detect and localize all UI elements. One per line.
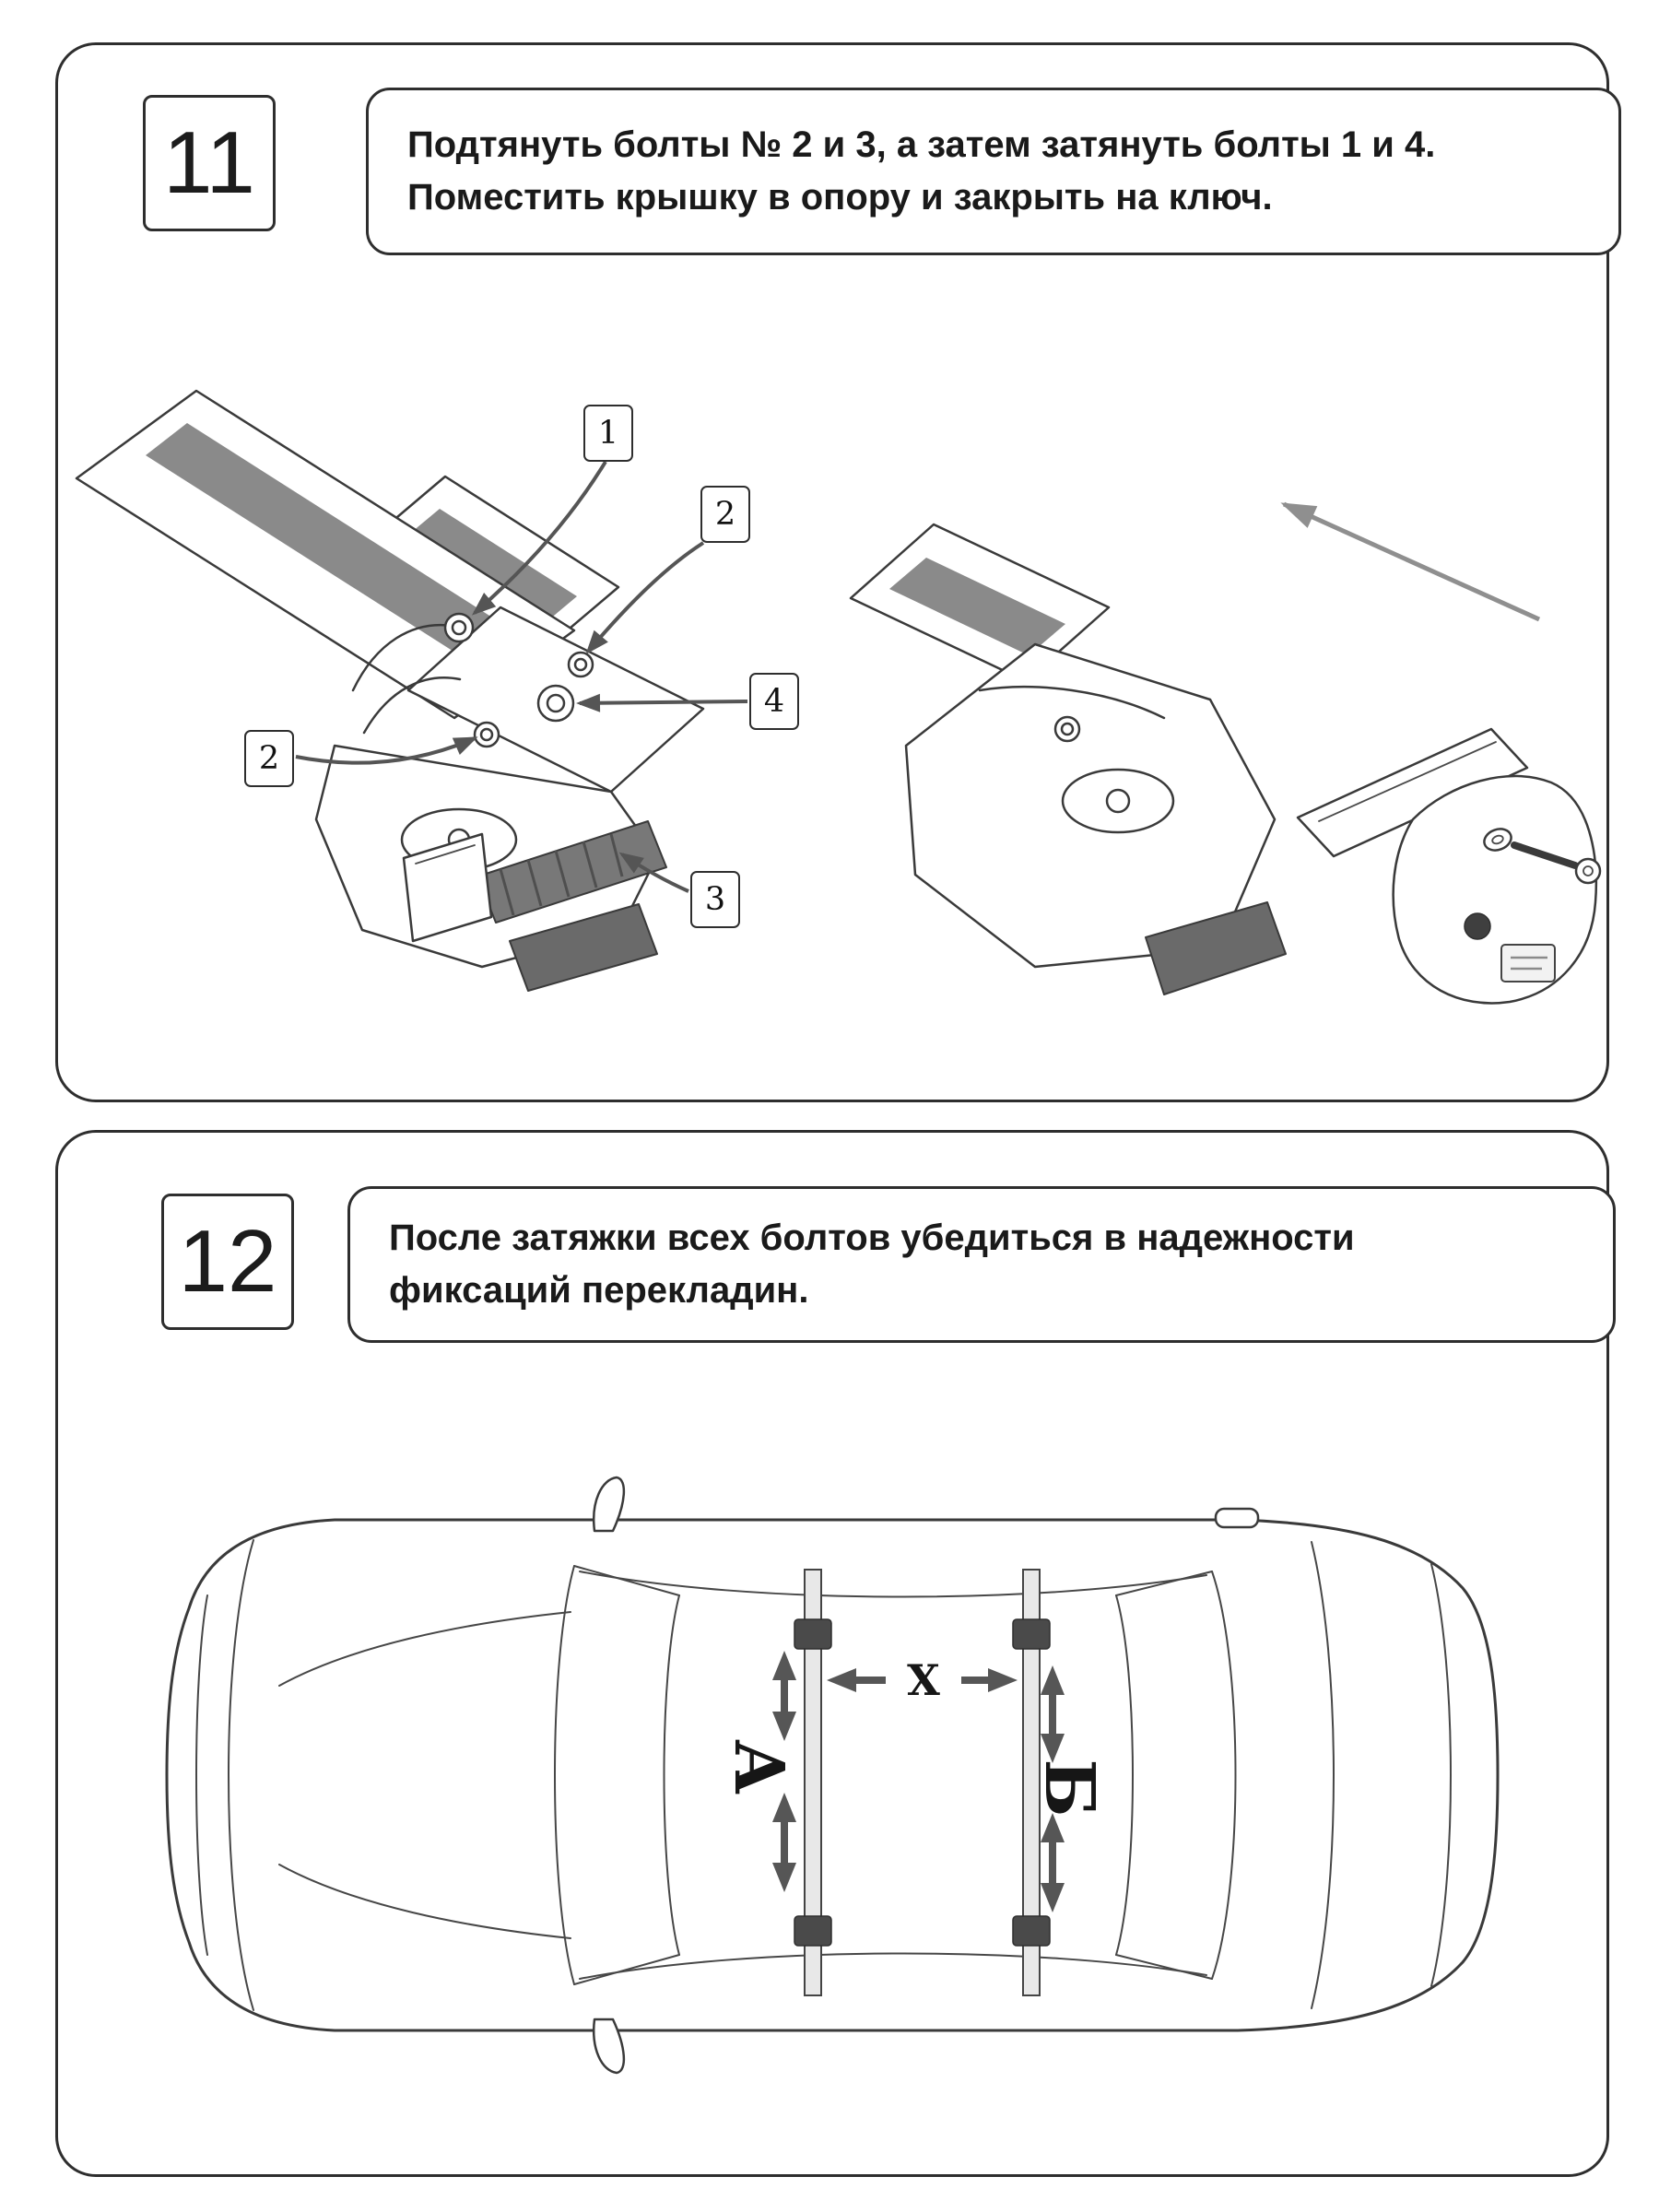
assembled-foot-pad [1145,901,1287,995]
crossbar-rear-rubber-strip [401,509,577,629]
windshield-front-edge [554,1565,575,1985]
callout-arrow-3 [618,852,689,893]
front-crossbar-foot-bottom [794,1915,832,1947]
dimension-arrow-between-bars [827,1668,1018,1692]
dimension-label-rear-bar: Б [1030,1759,1109,1817]
bolt-1 [443,612,475,643]
car-body-outline [165,1518,1500,2032]
crossbar-stub-rubber-strip [889,558,1065,655]
step-11-panel: 11 Подтянуть болты № 2 и 3, а затем затя… [55,42,1621,1102]
keyhole [1491,834,1504,845]
support-block-edge [415,844,476,865]
step-12-figure: А Б X [165,1476,1500,2075]
step-number-11: 11 [163,113,255,212]
roof-side-line-bottom [579,1952,1207,1980]
step-11-instruction-box: Подтянуть болты № 2 и 3, а затем затянут… [366,88,1621,255]
callout-box-3: 3 [690,871,740,928]
rear-window-rear-edge [1211,1571,1237,1980]
assembled-foot-contour [978,686,1166,720]
callout-2-top-label: 2 [714,496,736,533]
callout-arrow-1 [471,460,607,616]
bolt-2-lower [473,721,500,748]
hood-contour-top [278,1611,571,1687]
callout-arrow-4 [576,693,748,712]
dimension-label-between-bars: X [907,1655,940,1705]
front-nose-line [195,1594,208,1956]
crossbars [794,1569,1051,1996]
trunk-line [1311,1541,1335,2009]
dimension-label-front-bar: А [719,1739,798,1794]
cover-base [1392,774,1598,1005]
assembled-mechanism-screw [1105,788,1131,814]
side-mirror-bottom [592,2018,626,2075]
rear-bumper-line [1430,1563,1452,1987]
callout-arrow-2-top [585,541,705,655]
assembly-direction-arrow [1280,501,1541,622]
step-12-instruction-box: После затяжки всех болтов убедиться в на… [347,1186,1616,1343]
roof-rack-foot-exploded-view [75,389,705,992]
step-number-box-12: 12 [161,1194,294,1330]
front-crossbar-foot-top [794,1618,832,1650]
step-11-figure [75,389,1602,1005]
step-number-12: 12 [178,1212,277,1311]
roof-side-line-top [579,1571,1207,1598]
step-number-box-11: 11 [143,95,276,231]
step-11-instruction-line2: Поместить крышку в опору и закрыть на кл… [407,177,1273,218]
step-11-instruction-line1: Подтянуть болты № 2 и 3, а затем затянут… [407,124,1436,166]
key [1511,841,1602,885]
bolt-4 [536,684,575,723]
callout-box-2-top: 2 [700,486,750,543]
foot-pad [509,903,658,992]
side-mirror-top [592,1476,626,1533]
callout-1-label: 1 [597,415,619,452]
callout-box-1: 1 [583,405,633,462]
callout-3-label: 3 [704,881,726,918]
hood-contour-bottom [278,1864,571,1939]
rear-window-front-edge [1115,1594,1134,1956]
callout-arrows [295,460,748,893]
assembled-foot-bolt [1053,715,1081,743]
c-pillars [1115,1571,1213,1980]
callout-box-4: 4 [749,673,799,730]
step-12-instruction-line1: После затяжки всех болтов убедиться в на… [389,1218,1355,1259]
dimension-annotations: А Б X [719,1651,1109,1912]
step-12-panel: 12 После затяжки всех болтов убедиться в… [55,1130,1616,2177]
callout-box-2-left: 2 [244,730,294,787]
cover-label [1500,944,1556,982]
windshield-rear-edge [663,1594,680,1956]
dimension-arrow-front-bar [772,1651,796,1892]
lock-cylinder [1483,828,1512,852]
cover-emblem [1464,912,1491,940]
fuel-cap [1214,1507,1260,1529]
roof-rack-foot-assembled-view [849,523,1287,995]
rear-crossbar [1022,1569,1041,1996]
a-pillars [573,1565,680,1985]
dimension-arrow-rear-bar [1041,1665,1065,1912]
step-12-instruction-line2: фиксаций перекладин. [389,1270,809,1311]
bolt-2-upper [567,651,594,678]
lock-cover-with-key [1296,727,1602,1005]
callout-2-left-label: 2 [258,740,280,777]
clamp-claw-line [351,623,454,692]
assembled-mechanism-window [1061,768,1175,834]
front-bumper-line [228,1539,254,2011]
callout-arrow-2-left [295,736,478,765]
clamp-strap-ribs [499,833,624,916]
rear-crossbar-foot-top [1012,1618,1051,1650]
rear-crossbar-foot-bottom [1012,1915,1051,1947]
assembled-foot-body [904,642,1277,969]
cover-label-text-lines [1511,956,1547,971]
cover-lid [1296,727,1529,858]
front-crossbar [804,1569,822,1996]
clamp-claw-line-2 [362,677,462,735]
car-top-view [165,1476,1500,2075]
callout-4-label: 4 [763,683,785,720]
cover-lid-edge [1318,741,1497,822]
